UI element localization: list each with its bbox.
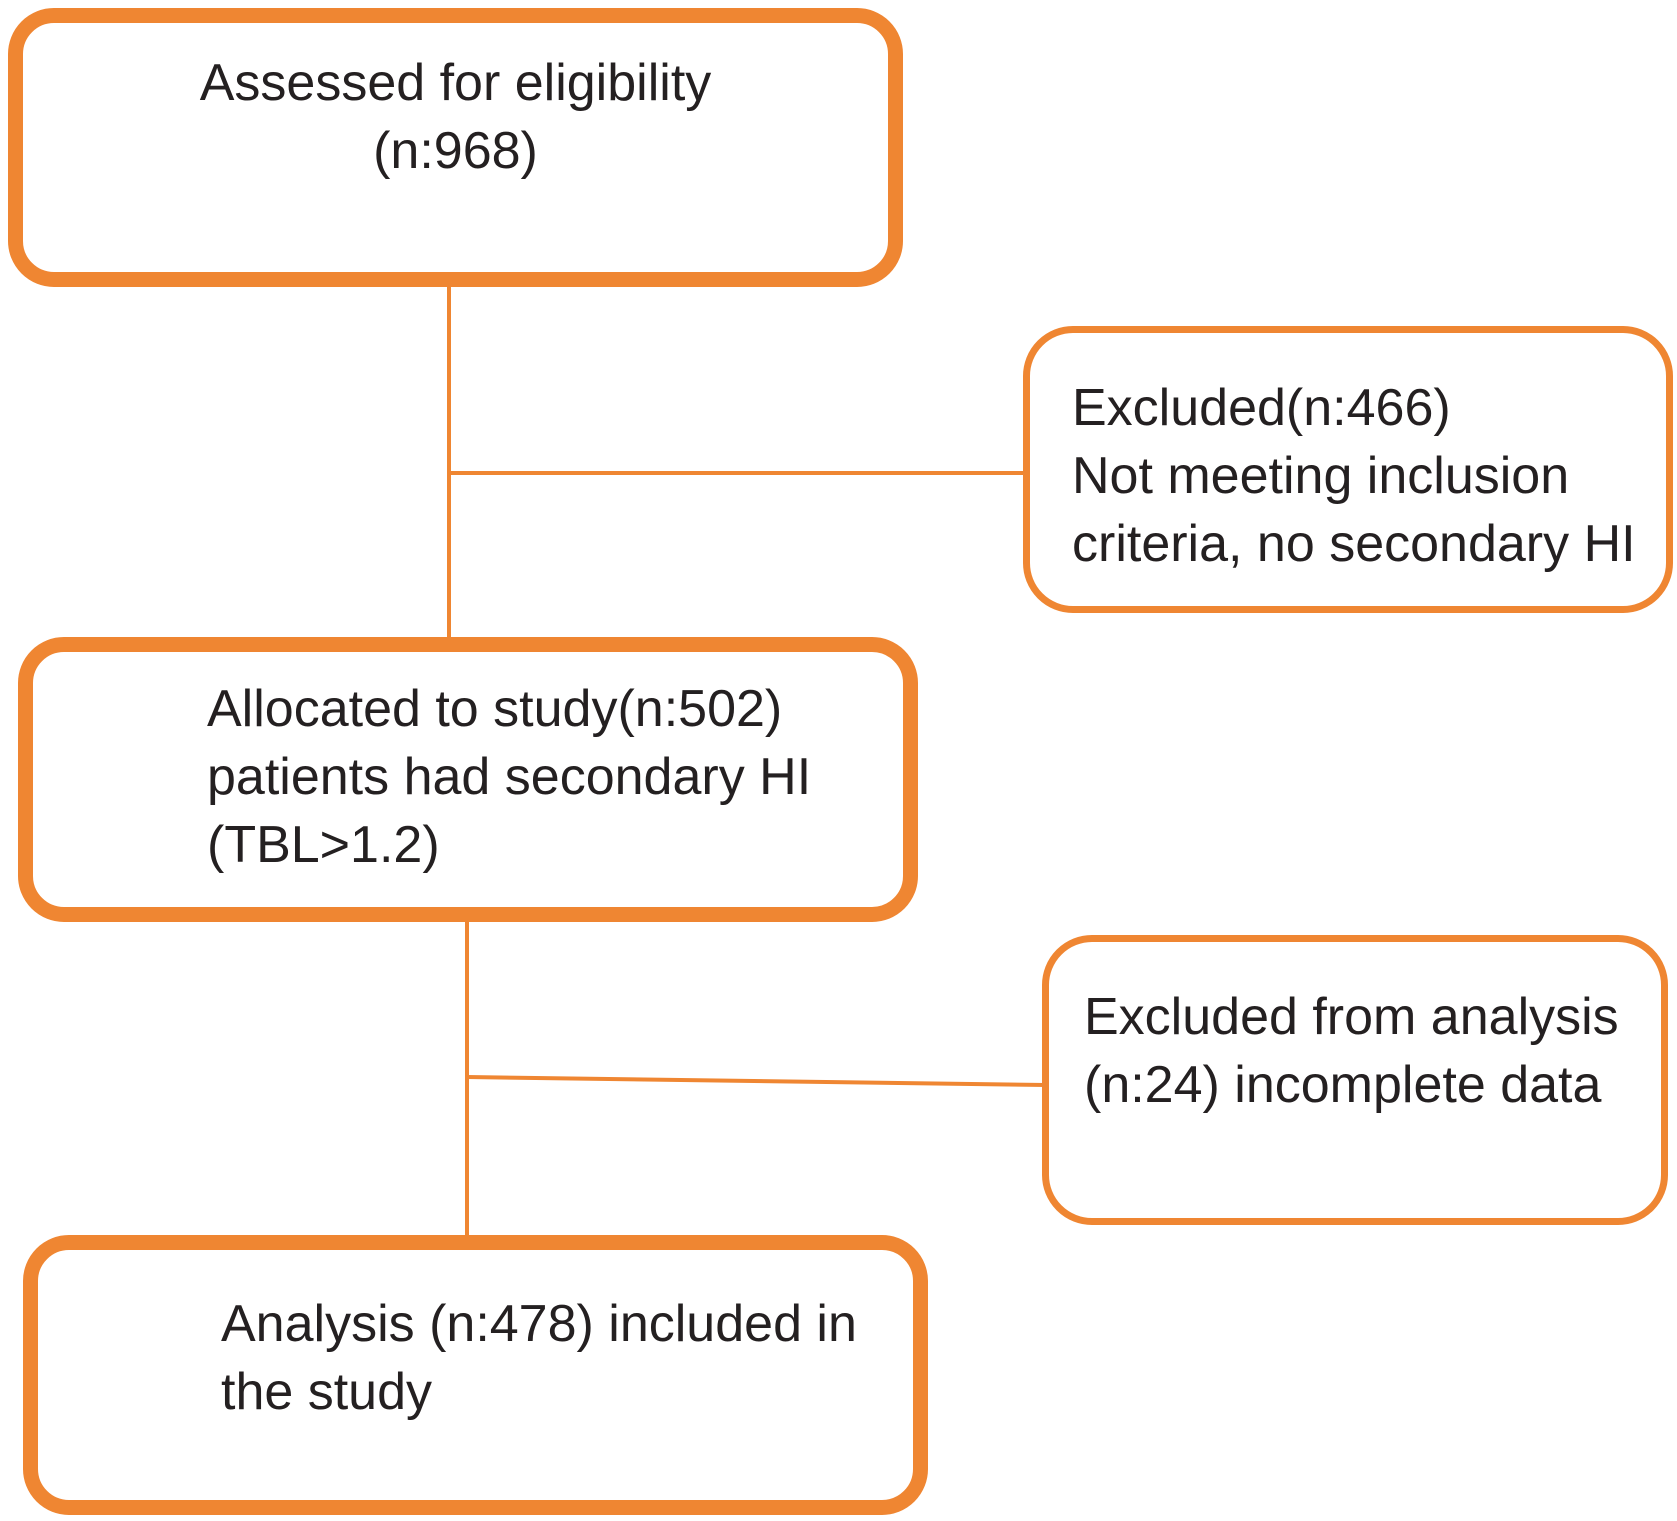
- text-line: Excluded(n:466): [1072, 379, 1451, 437]
- box-analysis-included: Analysis (n:478) included in the study: [23, 1235, 928, 1515]
- connector-to-excluded-analysis: [466, 1075, 1047, 1087]
- box-excluded-from-analysis: Excluded from analysis (n:24) incomplete…: [1042, 935, 1668, 1225]
- text-line: Allocated to study(n:502): [207, 680, 783, 738]
- box-allocated-to-study: Allocated to study(n:502) patients had s…: [18, 637, 918, 922]
- text-line: (n:24) incomplete data: [1084, 1056, 1602, 1114]
- text-line: patients had secondary HI: [207, 748, 812, 806]
- text-line: Assessed for eligibility: [199, 54, 712, 112]
- text-line: Analysis (n:478) included in: [221, 1295, 857, 1353]
- box-assessed-eligibility: Assessed for eligibility (n:968): [8, 8, 903, 287]
- box-excluded: Excluded(n:466) Not meeting inclusion cr…: [1023, 326, 1673, 613]
- text-line: the study: [221, 1363, 433, 1421]
- text-line: Not meeting inclusion: [1072, 447, 1570, 505]
- text-line: criteria, no secondary HI: [1072, 515, 1636, 573]
- text-line: Excluded from analysis: [1084, 988, 1619, 1046]
- text-line: (n:968): [373, 122, 538, 180]
- text-line: (TBL>1.2): [207, 816, 440, 874]
